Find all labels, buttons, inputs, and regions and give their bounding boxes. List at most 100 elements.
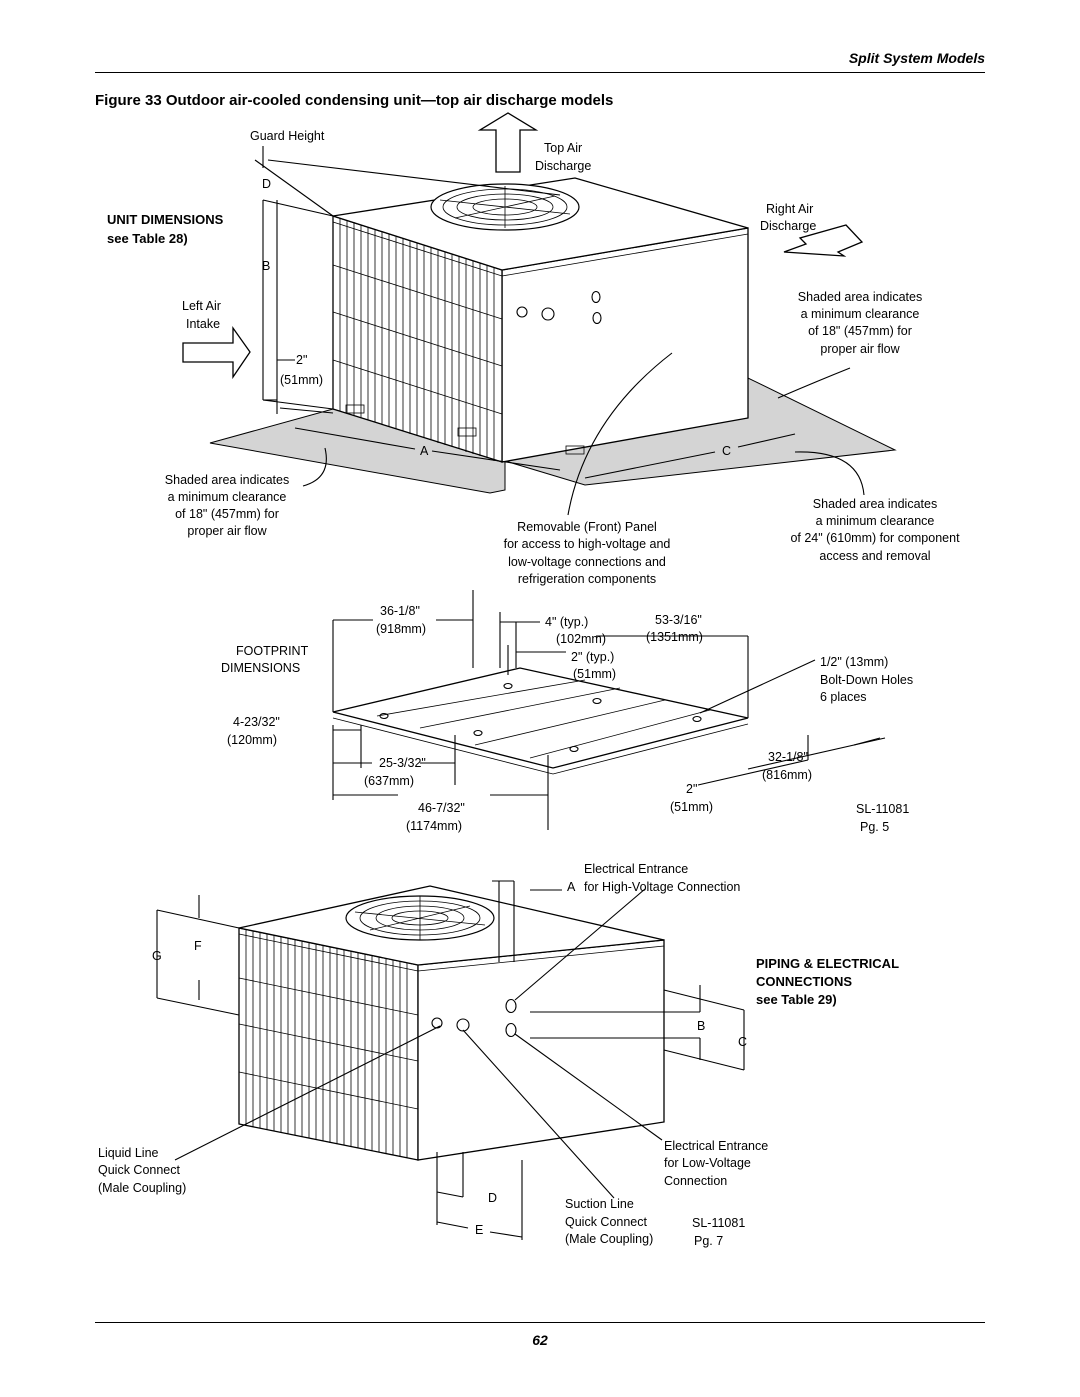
dim-46-label: 46-7/32" bbox=[418, 801, 465, 815]
dim-2-typ-label: 2" (typ.) bbox=[571, 650, 614, 664]
footprint-labels: FOOTPRINT DIMENSIONS 36-1/8" (918mm) 4" … bbox=[221, 604, 913, 834]
dim-36-label: 36-1/8" bbox=[380, 604, 420, 618]
lv-entrance-line-1: Electrical Entrance bbox=[664, 1139, 768, 1153]
dim-4-typ-label: 4" (typ.) bbox=[545, 615, 588, 629]
removable-line-3: low-voltage connections and bbox=[508, 555, 666, 569]
holes-line-1: 1/2" (13mm) bbox=[820, 655, 888, 669]
holes-line-2: Bolt-Down Holes bbox=[820, 673, 913, 687]
dim-46-mm-label: (1174mm) bbox=[406, 819, 462, 833]
piping-drawing bbox=[156, 880, 745, 1240]
suction-line-3: (Male Coupling) bbox=[565, 1232, 653, 1246]
dim-f-label: F bbox=[194, 939, 202, 953]
lv-entrance bbox=[505, 1022, 517, 1038]
unit-3d-drawing bbox=[182, 112, 897, 516]
footer-rule bbox=[95, 1322, 985, 1323]
figure-title: Figure 33 Outdoor air-cooled condensing … bbox=[95, 92, 614, 109]
dim-b-label: B bbox=[262, 259, 270, 273]
right-discharge-arrow bbox=[783, 224, 864, 257]
page-number: 62 bbox=[532, 1332, 548, 1348]
liquid-line-2: Quick Connect bbox=[98, 1163, 181, 1177]
lv-entrance-line-2: for Low-Voltage bbox=[664, 1156, 751, 1170]
dim-4-23-label: 4-23/32" bbox=[233, 715, 280, 729]
shaded-left-line-3: of 18" (457mm) for bbox=[175, 507, 279, 521]
piping-label-2: CONNECTIONS bbox=[756, 974, 852, 989]
top-air-label-1: Top Air bbox=[544, 141, 582, 155]
fifty-one-mm-label: (51mm) bbox=[280, 373, 323, 387]
dim-32-label: 32-1/8" bbox=[768, 750, 808, 764]
piping-labels: Electrical Entrance for High-Voltage Con… bbox=[98, 862, 899, 1248]
dim-g-label: G bbox=[152, 949, 162, 963]
removable-line-1: Removable (Front) Panel bbox=[517, 520, 657, 534]
suction-line-2: Quick Connect bbox=[565, 1215, 648, 1229]
piping-page-label: Pg. 7 bbox=[694, 1234, 723, 1248]
unit-front-panel-2 bbox=[238, 927, 419, 1161]
shaded-24-line-1: Shaded area indicates bbox=[813, 497, 937, 511]
left-intake-arrow bbox=[182, 325, 251, 380]
dim-32-mm-label: (816mm) bbox=[762, 768, 812, 782]
right-air-label-2: Discharge bbox=[760, 219, 816, 233]
liquid-line-1: Liquid Line bbox=[98, 1146, 159, 1160]
dim-b-label-2: B bbox=[697, 1019, 705, 1033]
header-rule bbox=[95, 72, 985, 73]
shaded-right-line-1: Shaded area indicates bbox=[798, 290, 922, 304]
left-air-label-1: Left Air bbox=[182, 299, 221, 313]
dim-53-label: 53-3/16" bbox=[655, 613, 702, 627]
unit-3d-labels: Guard Height D UNIT DIMENSIONS see Table… bbox=[107, 129, 960, 586]
top-discharge-arrow bbox=[477, 112, 539, 173]
right-air-label-1: Right Air bbox=[766, 202, 813, 216]
dim-4-mm-label: (102mm) bbox=[556, 632, 606, 646]
hv-entrance-line-2: for High-Voltage Connection bbox=[584, 880, 740, 894]
shaded-left-line-1: Shaded area indicates bbox=[165, 473, 289, 487]
suction-line-1: Suction Line bbox=[565, 1197, 634, 1211]
shaded-24-line-3: of 24" (610mm) for component bbox=[790, 531, 960, 545]
shaded-right-line-2: a minimum clearance bbox=[801, 307, 920, 321]
dim-4-23-mm-label: (120mm) bbox=[227, 733, 277, 747]
left-air-label-2: Intake bbox=[186, 317, 220, 331]
dim-25-mm-label: (637mm) bbox=[364, 774, 414, 788]
removable-line-4: refrigeration components bbox=[518, 572, 656, 586]
knockout-hv bbox=[591, 290, 601, 304]
piping-label-3: see Table 29) bbox=[756, 992, 837, 1007]
section-header: Split System Models bbox=[848, 50, 985, 66]
unit-dimensions-table-ref: see Table 28) bbox=[107, 231, 188, 246]
shaded-24-line-4: access and removal bbox=[819, 549, 930, 563]
dim-e-label: E bbox=[475, 1223, 483, 1237]
dim-2-label: 2" bbox=[686, 782, 697, 796]
hv-entrance bbox=[505, 998, 517, 1014]
suction-line-fitting bbox=[456, 1018, 470, 1032]
dim-d-label-2: D bbox=[488, 1191, 497, 1205]
dim-53-mm-label: (1351mm) bbox=[646, 630, 703, 644]
footprint-page-label: Pg. 5 bbox=[860, 820, 889, 834]
dim-25-label: 25-3/32" bbox=[379, 756, 426, 770]
dim-c-label-2: C bbox=[738, 1035, 747, 1049]
removable-line-2: for access to high-voltage and bbox=[504, 537, 671, 551]
footprint-label-2: DIMENSIONS bbox=[221, 661, 300, 675]
dim-c-label: C bbox=[722, 444, 731, 458]
shaded-right-line-4: proper air flow bbox=[820, 342, 900, 356]
dim-a-label-2: A bbox=[567, 880, 576, 894]
dim-36-mm-label: (918mm) bbox=[376, 622, 426, 636]
lv-entrance-line-3: Connection bbox=[664, 1174, 727, 1188]
knockout-lv bbox=[592, 311, 602, 325]
two-inch-label: 2" bbox=[296, 353, 307, 367]
footprint-sl-label: SL-11081 bbox=[856, 802, 909, 816]
holes-line-3: 6 places bbox=[820, 690, 867, 704]
footprint-label-1: FOOTPRINT bbox=[236, 644, 309, 658]
dim-a-label: A bbox=[420, 444, 429, 458]
shaded-left-line-2: a minimum clearance bbox=[168, 490, 287, 504]
shaded-24-line-2: a minimum clearance bbox=[816, 514, 935, 528]
shaded-right-line-3: of 18" (457mm) for bbox=[808, 324, 912, 338]
dim-2-typ-mm-label: (51mm) bbox=[573, 667, 616, 681]
liquid-line-3: (Male Coupling) bbox=[98, 1181, 186, 1195]
dim-d-label: D bbox=[262, 177, 271, 191]
top-air-label-2: Discharge bbox=[535, 159, 591, 173]
unit-dimensions-label: UNIT DIMENSIONS bbox=[107, 212, 224, 227]
shaded-left-line-4: proper air flow bbox=[187, 524, 267, 538]
piping-sl-label: SL-11081 bbox=[692, 1216, 745, 1230]
dim-2-mm-label: (51mm) bbox=[670, 800, 713, 814]
hv-entrance-line-1: Electrical Entrance bbox=[584, 862, 688, 876]
guard-height-label: Guard Height bbox=[250, 129, 325, 143]
footprint-outline bbox=[332, 667, 749, 769]
footprint-drawing bbox=[332, 590, 886, 830]
